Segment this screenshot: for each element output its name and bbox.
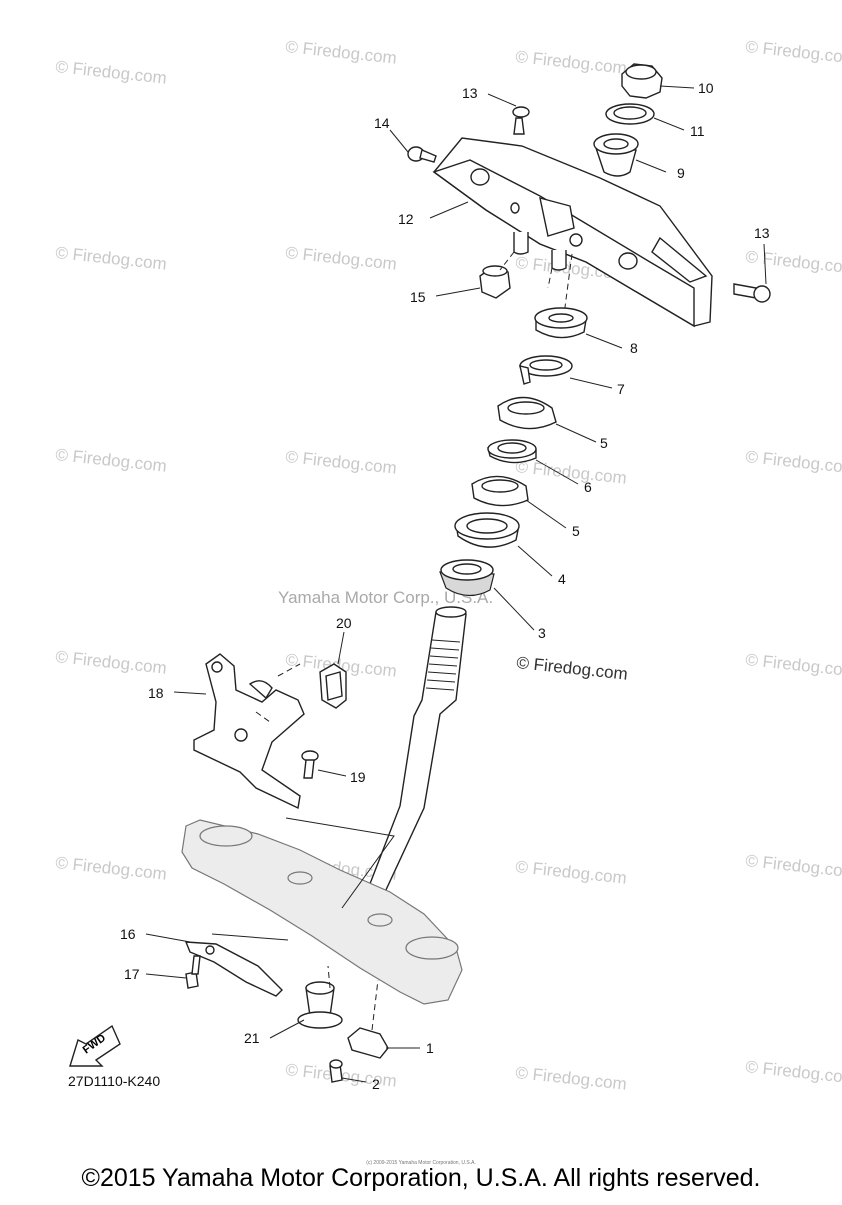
callout-14: 14 <box>374 115 390 131</box>
highlight-watermark: © Firedog.com <box>516 653 629 684</box>
callout-5-upper: 5 <box>600 435 608 451</box>
watermark: © Firedog.com <box>55 243 168 274</box>
callout-5-lower: 5 <box>572 523 580 539</box>
callout-10: 10 <box>698 80 714 96</box>
callout-16: 16 <box>120 926 136 942</box>
watermark: © Firedog.com <box>745 247 842 278</box>
lock-washer <box>519 355 573 385</box>
callout-7: 7 <box>617 381 625 397</box>
callout-3: 3 <box>538 625 546 641</box>
watermark: © Firedog.com <box>55 647 168 678</box>
collar <box>593 133 639 177</box>
nut <box>479 265 511 299</box>
callout-leaders <box>145 85 767 1083</box>
callout-1: 1 <box>426 1040 434 1056</box>
callout-12: 12 <box>398 211 414 227</box>
lower-plate <box>184 941 283 997</box>
callout-9: 9 <box>677 165 685 181</box>
fwd-arrow-icon: FWD <box>69 1024 121 1067</box>
callout-15: 15 <box>410 289 426 305</box>
bolt <box>185 955 201 989</box>
watermark: © Firedog.com <box>515 1063 628 1094</box>
callout-2: 2 <box>372 1076 380 1092</box>
bolt <box>407 146 437 163</box>
bolt <box>329 1059 343 1083</box>
callout-13-right: 13 <box>754 225 770 241</box>
diagram-code: 27D1110-K240 <box>68 1073 160 1089</box>
bolt <box>733 283 771 303</box>
cap-nut <box>621 63 663 99</box>
ring-nut <box>471 475 529 507</box>
watermark: © Firedog.com <box>745 37 842 68</box>
watermark: © Firedog.com <box>285 243 398 274</box>
watermark: © Firedog.com <box>55 853 168 884</box>
clamp <box>319 663 347 709</box>
watermark: © Firedog.com <box>55 445 168 476</box>
callout-4: 4 <box>558 571 566 587</box>
watermark: © Firedog.com <box>285 447 398 478</box>
lower-bracket <box>181 819 463 1005</box>
callout-18: 18 <box>148 685 164 701</box>
callouts: 10 11 9 13 14 12 13 15 8 7 5 6 5 4 3 20 … <box>120 80 770 1092</box>
watermark: © Firedog.com <box>745 1057 842 1088</box>
callout-17: 17 <box>124 966 140 982</box>
rubber-washer <box>487 439 537 464</box>
watermark: © Firedog.com <box>515 47 628 78</box>
callout-8: 8 <box>630 340 638 356</box>
callout-11: 11 <box>690 123 705 139</box>
bolt <box>301 750 319 779</box>
callout-19: 19 <box>350 769 366 785</box>
watermark: © Firedog.com <box>515 857 628 888</box>
callout-20: 20 <box>336 615 352 631</box>
watermark: © Firedog.com <box>745 650 842 681</box>
fineprint: (c) 2009-2015 Yamaha Motor Corporation, … <box>366 1160 476 1166</box>
watermark: © Firedog.com <box>745 851 842 882</box>
bearing <box>439 559 495 597</box>
ball-race <box>454 512 520 548</box>
callout-13: 13 <box>462 85 478 101</box>
bolt <box>512 106 530 135</box>
headlight-bracket <box>193 653 305 810</box>
callout-21: 21 <box>244 1030 260 1046</box>
callout-6: 6 <box>584 479 592 495</box>
watermark: © Firedog.com <box>515 457 628 488</box>
watermark: © Firedog.com <box>55 57 168 88</box>
copyright-footer: ©2015 Yamaha Motor Corporation, U.S.A. A… <box>81 1164 761 1192</box>
bearing-cover <box>534 307 588 339</box>
collar <box>297 981 343 1029</box>
guide-lines <box>211 251 553 1031</box>
ring-nut <box>497 396 557 430</box>
upper-bracket <box>432 137 713 328</box>
center-watermark: Yamaha Motor Corp., U.S.A. <box>278 588 493 607</box>
watermark: © Firedog.com <box>285 37 398 68</box>
watermark: © Firedog.com <box>745 447 842 478</box>
cable-guide <box>347 1027 389 1059</box>
washer <box>605 103 655 125</box>
